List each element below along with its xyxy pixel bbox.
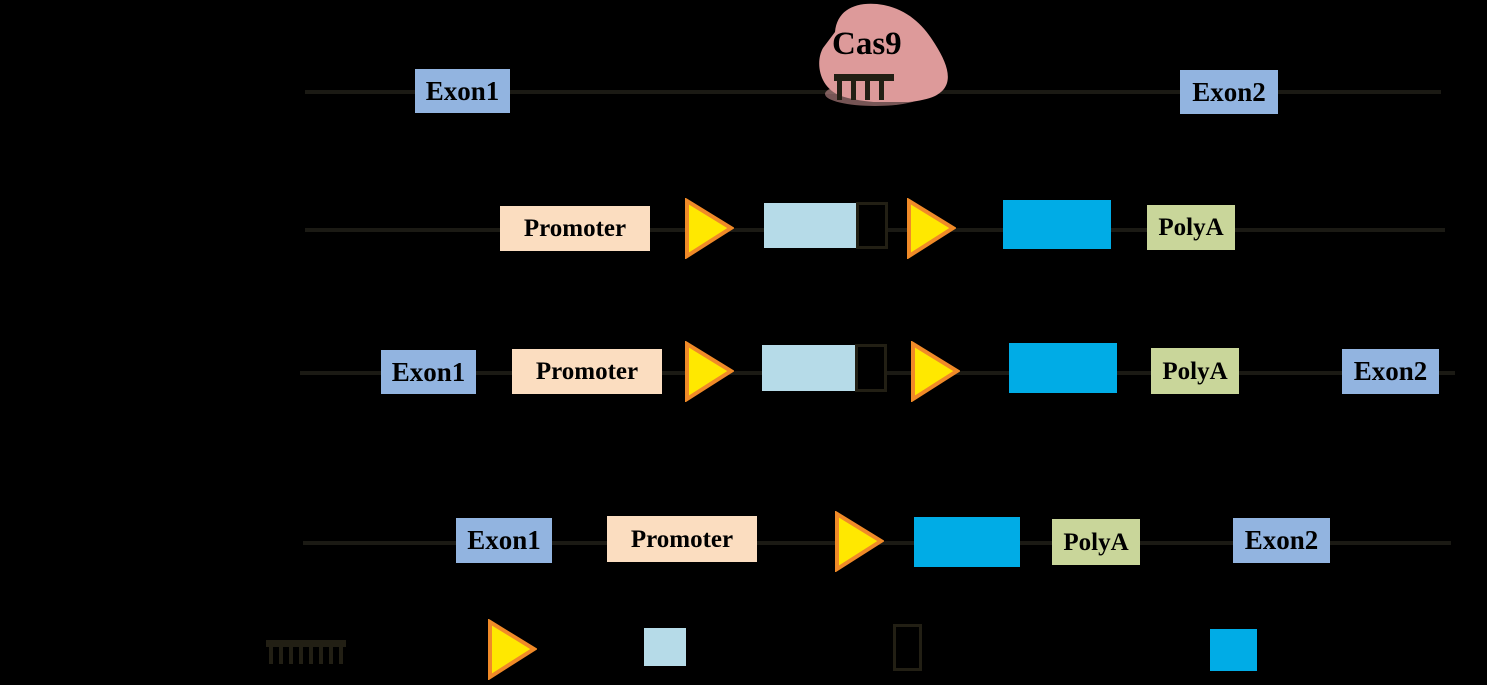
row4-promoter-label: Promoter [630, 525, 734, 553]
row3-polya-box[interactable]: PolyA [1151, 348, 1239, 394]
row3-exon1-label: Exon1 [391, 356, 466, 387]
row3-loxp-triangle-right[interactable] [910, 341, 960, 402]
row1-exon2-box[interactable]: Exon2 [1180, 70, 1278, 114]
row4-exon1-box[interactable]: Exon1 [456, 518, 552, 563]
row1-exon1-box[interactable]: Exon1 [415, 69, 510, 113]
row3-reporter-box[interactable] [1009, 343, 1117, 393]
legend-cassette-box-icon[interactable] [644, 628, 686, 666]
row2-cassette-box[interactable] [764, 203, 856, 248]
row3-promoter-label: Promoter [535, 358, 639, 385]
cas9-text-label: Cas9 [832, 26, 902, 63]
legend-reporter-box-icon[interactable] [1210, 629, 1257, 671]
row4-polya-label: PolyA [1063, 528, 1129, 556]
cas9-sgrna-comb-icon [834, 74, 894, 100]
row2-loxp-triangle-left[interactable] [684, 198, 734, 259]
row3-loxp-triangle-left[interactable] [684, 341, 734, 402]
row1-exon2-label: Exon2 [1192, 76, 1266, 107]
row2-stop-box[interactable] [856, 202, 888, 249]
row3-cassette-box[interactable] [762, 345, 855, 391]
row4-promoter-box[interactable]: Promoter [607, 516, 757, 562]
row2-polya-box[interactable]: PolyA [1147, 205, 1235, 250]
row3-exon2-box[interactable]: Exon2 [1342, 349, 1439, 394]
row4-exon2-label: Exon2 [1244, 525, 1319, 555]
row4-exon1-label: Exon1 [467, 525, 541, 555]
cas9-label-text: Cas9 [832, 26, 902, 62]
row2-loxp-triangle-right[interactable] [906, 198, 956, 259]
row4-reporter-box[interactable] [914, 517, 1020, 567]
row2-promoter-box[interactable]: Promoter [500, 206, 650, 251]
row3-stop-box[interactable] [855, 344, 887, 392]
legend-loxp-triangle-icon[interactable] [487, 618, 538, 681]
row3-exon2-label: Exon2 [1353, 356, 1428, 386]
row3-exon1-box[interactable]: Exon1 [381, 350, 476, 394]
row4-polya-box[interactable]: PolyA [1052, 519, 1140, 565]
row2-reporter-box[interactable] [1003, 200, 1111, 249]
row1-exon1-label: Exon1 [425, 75, 500, 106]
row4-loxp-triangle[interactable] [834, 511, 884, 572]
row2-polya-label: PolyA [1158, 214, 1224, 241]
row4-exon2-box[interactable]: Exon2 [1233, 518, 1330, 563]
row3-polya-label: PolyA [1162, 357, 1228, 385]
row2-promoter-label: Promoter [523, 215, 627, 242]
legend-sgrna-comb-icon[interactable] [266, 640, 346, 664]
row3-promoter-box[interactable]: Promoter [512, 349, 662, 394]
legend-stop-box-icon[interactable] [893, 624, 922, 671]
